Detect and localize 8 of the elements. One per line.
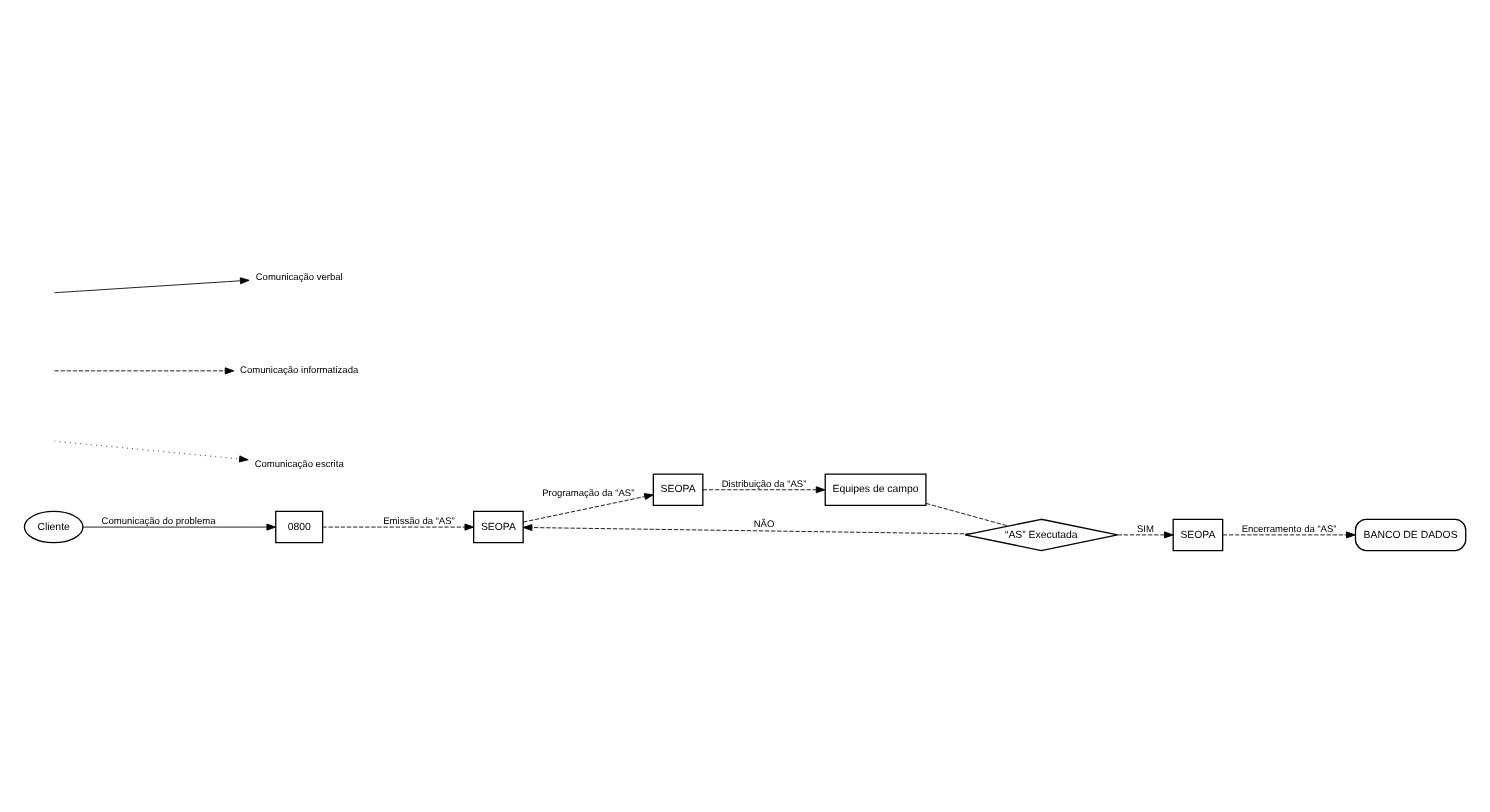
arrow (702, 486, 826, 494)
arrow (322, 523, 475, 531)
arrow (1117, 531, 1174, 539)
arrow (522, 493, 654, 523)
arrow (522, 524, 971, 535)
arrow (1222, 531, 1356, 539)
arrow (82, 523, 276, 531)
connector (925, 503, 1009, 527)
